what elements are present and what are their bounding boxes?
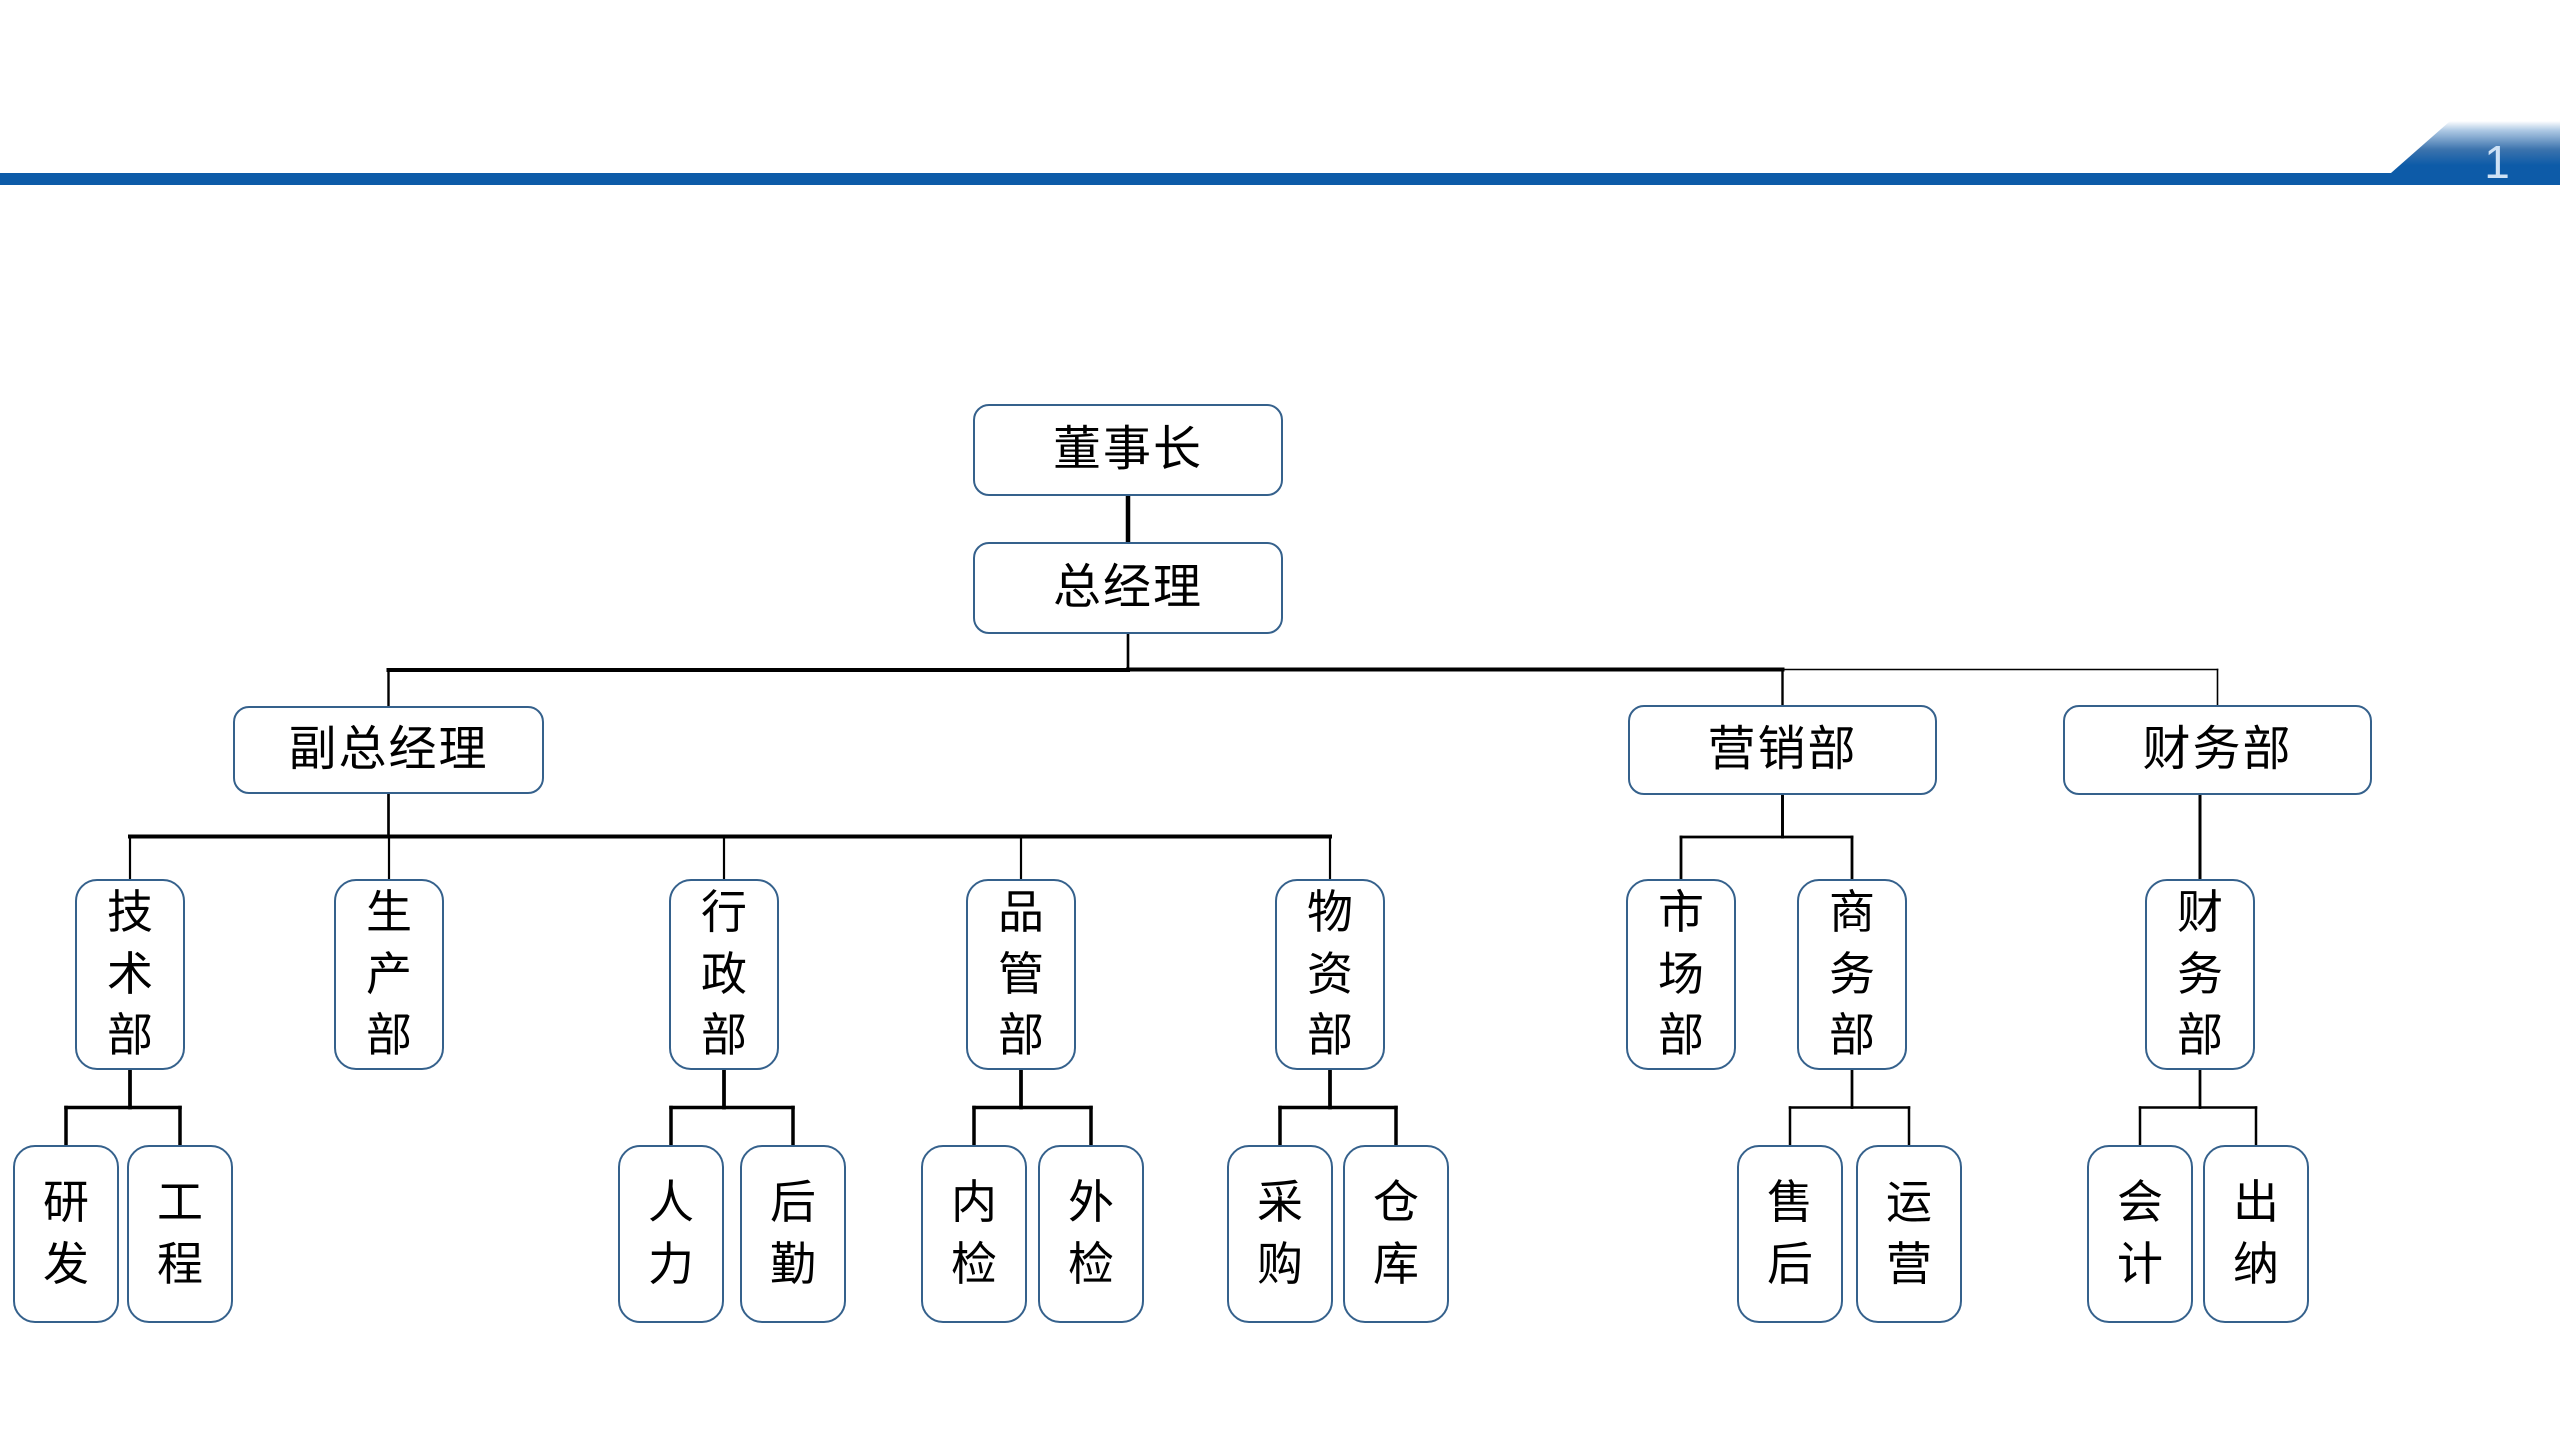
org-node-internal-inspection[interactable]: 内 检 [921,1145,1027,1323]
org-node-external-inspection[interactable]: 外 检 [1038,1145,1144,1323]
top-accent-bar [0,173,2560,185]
org-node-finance-sub-dept[interactable]: 财 务 部 [2145,879,2255,1070]
org-node-operations[interactable]: 运 营 [1856,1145,1962,1323]
page-number: 1 [2484,136,2510,188]
org-node-quality-dept[interactable]: 品 管 部 [966,879,1076,1070]
org-node-accounting[interactable]: 会 计 [2087,1145,2193,1323]
org-node-rd[interactable]: 研 发 [13,1145,119,1323]
org-node-hr[interactable]: 人 力 [618,1145,724,1323]
org-node-marketing-dept[interactable]: 营销部 [1628,705,1937,795]
org-node-procurement[interactable]: 采 购 [1227,1145,1333,1323]
org-node-business-dept[interactable]: 商 务 部 [1797,879,1907,1070]
org-node-general-manager[interactable]: 总经理 [973,542,1283,634]
org-node-production-dept[interactable]: 生 产 部 [334,879,444,1070]
org-node-finance-dept[interactable]: 财务部 [2063,705,2372,795]
org-node-after-sales[interactable]: 售 后 [1737,1145,1843,1323]
org-node-materials-dept[interactable]: 物 资 部 [1275,879,1385,1070]
org-node-engineering[interactable]: 工 程 [127,1145,233,1323]
org-node-market-dept[interactable]: 市 场 部 [1626,879,1736,1070]
org-node-admin-dept[interactable]: 行 政 部 [669,879,779,1070]
org-node-cashier[interactable]: 出 纳 [2203,1145,2309,1323]
org-node-logistics[interactable]: 后 勤 [740,1145,846,1323]
org-node-technology-dept[interactable]: 技 术 部 [75,879,185,1070]
org-node-deputy-general-manager[interactable]: 副总经理 [233,706,544,794]
org-node-chairman[interactable]: 董事长 [973,404,1283,496]
org-node-warehouse[interactable]: 仓 库 [1343,1145,1449,1323]
